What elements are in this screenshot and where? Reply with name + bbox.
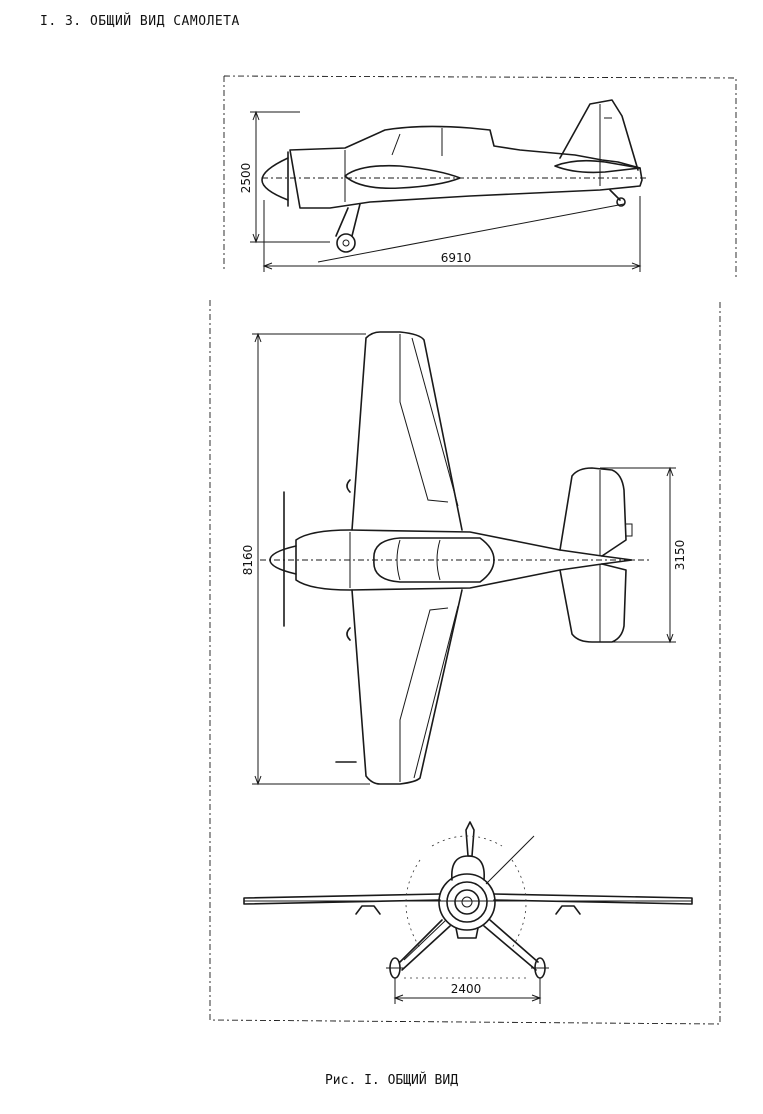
stabilizer-span-dimension-label: 3150 — [673, 540, 687, 571]
figure-caption: Рис. I. ОБЩИЙ ВИД — [324, 1073, 459, 1088]
wingspan-dimension-label: 8160 — [241, 545, 255, 576]
section-title: I. 3. ОБЩИЙ ВИД САМОЛЕТА — [40, 14, 240, 29]
top-view — [252, 331, 676, 786]
height-dimension-label: 2500 — [239, 163, 253, 194]
length-dimension-label: 6910 — [441, 251, 472, 265]
drawing-frame — [209, 75, 737, 1025]
side-view — [250, 99, 648, 272]
front-view — [243, 821, 693, 1004]
wheel-track-dimension-label: 2400 — [451, 982, 482, 996]
